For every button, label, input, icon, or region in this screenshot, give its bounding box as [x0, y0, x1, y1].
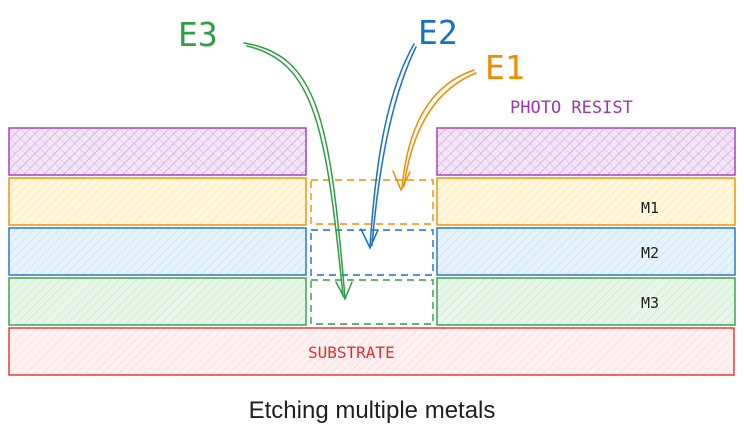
m3-layer-left — [8, 277, 307, 326]
m2-layer-right — [436, 227, 736, 276]
e2-label: E2 — [418, 13, 458, 52]
m2-label: M2 — [641, 244, 659, 262]
m1-layer-left — [8, 177, 307, 226]
m3-label: M3 — [641, 294, 659, 312]
m3-layer-right — [436, 277, 736, 326]
e1-label: E1 — [485, 48, 525, 87]
photo-resist-label: PHOTO RESIST — [510, 98, 633, 118]
substrate-label: SUBSTRATE — [308, 343, 395, 362]
e3-label: E3 — [178, 15, 218, 54]
m1-layer-right — [436, 177, 736, 226]
substrate-layer — [8, 327, 735, 376]
m2-layer-left — [8, 227, 307, 276]
etch-region-m2 — [310, 229, 434, 276]
photo-resist-left — [8, 127, 307, 176]
e1-arrow — [392, 69, 477, 192]
e2-arrow — [360, 43, 417, 250]
m1-label: M1 — [641, 199, 659, 217]
diagram-caption: Etching multiple metals — [249, 397, 496, 424]
e3-arrow — [243, 42, 353, 301]
etch-region-m3 — [310, 279, 434, 325]
etch-region-m1 — [310, 179, 434, 225]
photo-resist-right — [436, 127, 736, 176]
